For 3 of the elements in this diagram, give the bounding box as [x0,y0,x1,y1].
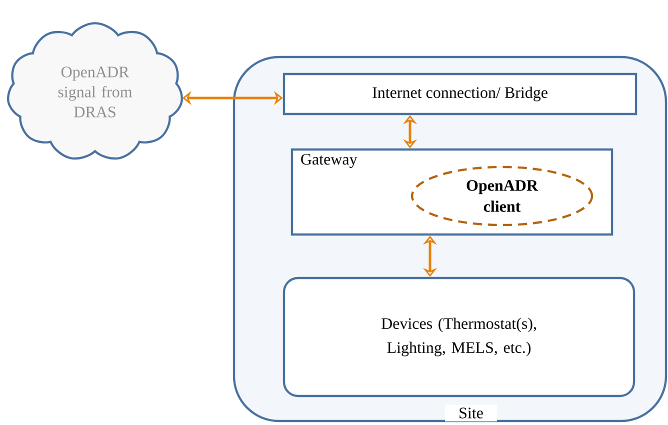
site-label: Site [445,404,497,422]
device-box: Devices (Thermostat(s), Lighting, MELS, etc.) [282,276,636,398]
process-box: Internet connection/ Bridge [282,72,638,116]
